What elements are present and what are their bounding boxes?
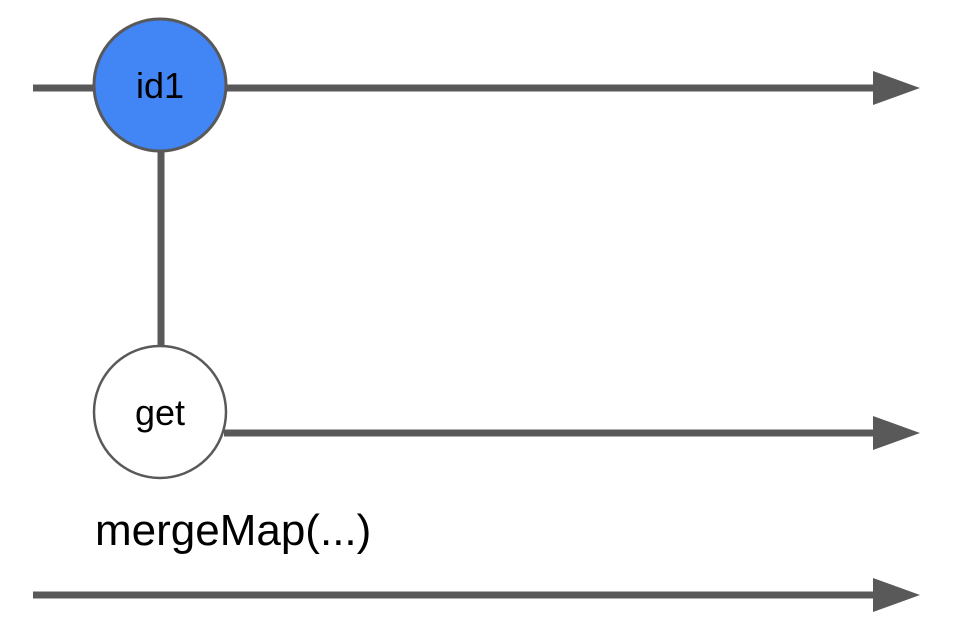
inner-stream [224, 416, 920, 450]
output-arrowhead-right-icon [873, 578, 920, 612]
source-marble [92, 17, 228, 153]
inner-marble-label: get [135, 392, 185, 433]
inner-marble [92, 344, 228, 480]
source-arrowhead-right-icon [873, 71, 920, 105]
source-marble-label: id1 [136, 65, 184, 106]
operator-label: mergeMap(...) [95, 506, 371, 555]
inner-marble-group: get [92, 344, 228, 480]
inner-arrowhead-right-icon [873, 416, 920, 450]
output-stream [33, 578, 920, 612]
source-marble-group: id1 [92, 17, 228, 153]
